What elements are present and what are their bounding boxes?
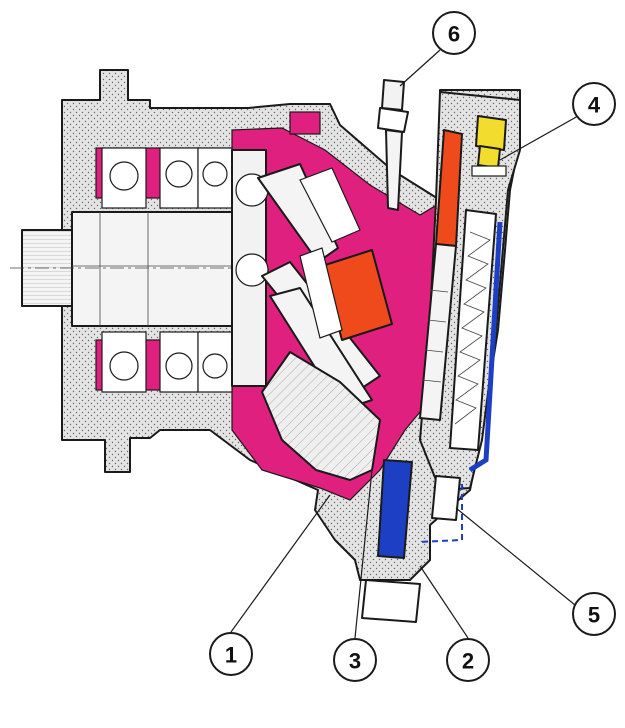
valve-spring xyxy=(449,209,497,451)
callout-number: 6 xyxy=(448,22,460,47)
port-plate xyxy=(361,475,461,623)
callout-number: 2 xyxy=(462,649,474,674)
callout-5: 5 xyxy=(572,592,616,636)
callout-number: 1 xyxy=(225,643,237,668)
control-piston xyxy=(299,247,393,341)
shaft-bearings xyxy=(101,147,233,393)
leader-lines xyxy=(230,49,587,639)
callout-6: 6 xyxy=(432,11,476,55)
callout-number: 5 xyxy=(588,603,600,628)
callout-2: 2 xyxy=(446,638,490,682)
measuring-port-fitting xyxy=(377,79,409,211)
return-passage xyxy=(377,221,503,559)
callout-1: 1 xyxy=(209,632,253,676)
callout-3: 3 xyxy=(333,638,377,682)
callout-number: 4 xyxy=(588,93,601,118)
adjustment-screw xyxy=(471,115,507,177)
drive-shaft xyxy=(10,211,239,327)
callout-4: 4 xyxy=(572,82,616,126)
callout-number: 3 xyxy=(349,649,361,674)
drive-flange xyxy=(231,149,269,387)
